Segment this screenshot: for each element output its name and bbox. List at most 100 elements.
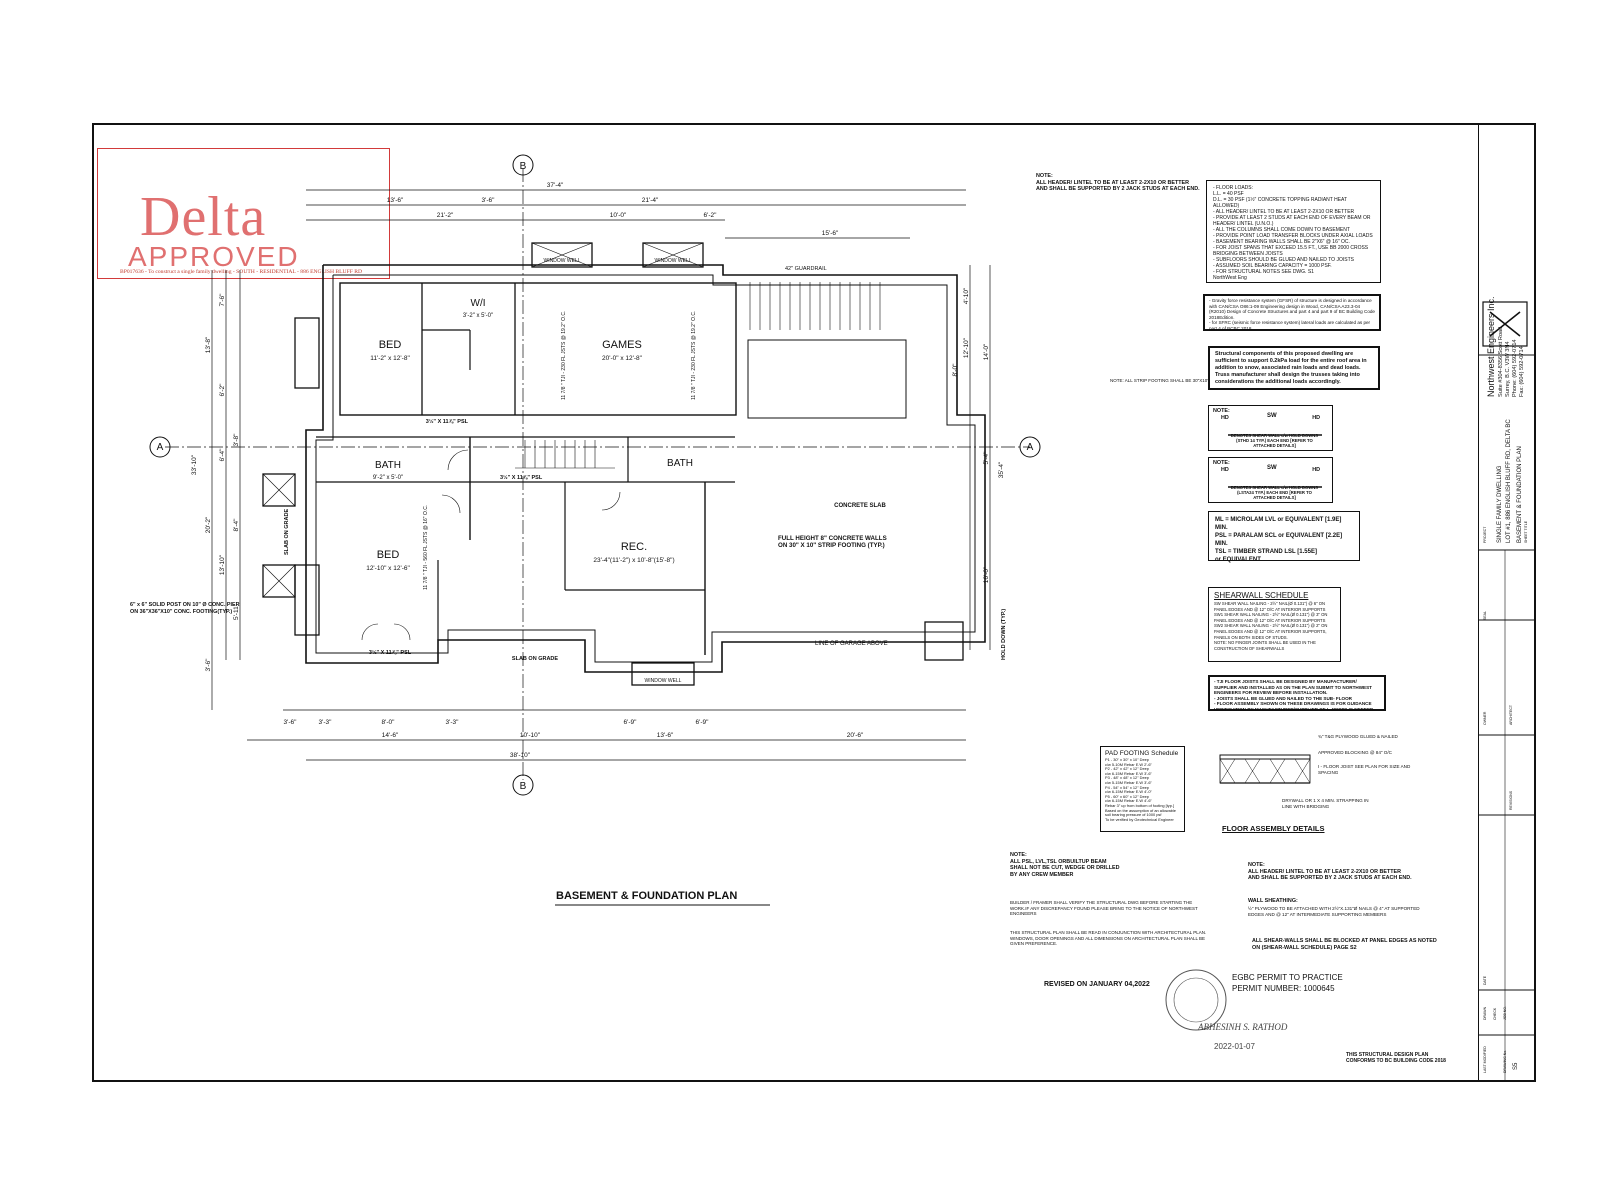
dim-right-0: 4'-10" bbox=[963, 287, 970, 304]
label-hold-down: HOLD DOWN (TYP.) bbox=[1001, 609, 1007, 660]
project-name: SINGLE FAMILY DWELLING bbox=[1497, 465, 1503, 543]
dim-right-2: 14'-0" bbox=[983, 343, 990, 360]
window-well-top-1 bbox=[531, 242, 593, 268]
shear-note-2-sw: SW bbox=[1267, 465, 1277, 471]
room-dim-wi: 3'-2" x 5'-0" bbox=[463, 313, 493, 319]
engineer-seal bbox=[1165, 969, 1227, 1031]
dim-left-9: 5'-11" bbox=[233, 603, 240, 620]
title-block: Northwest Engineers Inc. Suite #304-8356… bbox=[1478, 125, 1536, 1080]
dim-top-7: 15'-6" bbox=[822, 230, 839, 237]
dim-bottom-0: 3'-6" bbox=[284, 719, 298, 726]
foundation-wall-outer bbox=[305, 264, 986, 673]
dim-bottom-9: 20'-6" bbox=[847, 732, 864, 739]
grid-label-b-bottom: B bbox=[520, 781, 527, 792]
floor-assembly-label-4: DRYWALL OR 1 X 4 MIN. STRAPPING IN LINE … bbox=[1282, 798, 1369, 809]
room-name-bath-2: BATH bbox=[667, 458, 693, 469]
room-name-bath-1: BATH bbox=[375, 460, 401, 471]
tji-note-box: - TJI FLOOR JOISTS SHALL BE DESIGNED BY … bbox=[1208, 675, 1386, 712]
dim-bottom-2: 8'-0" bbox=[382, 719, 396, 726]
dim-right-5: 35'-4" bbox=[998, 461, 1005, 478]
floor-assembly-title: FLOOR ASSEMBLY DETAILS bbox=[1222, 824, 1325, 833]
upper-stairs bbox=[749, 282, 881, 330]
dim-right-3: 8'-0" bbox=[952, 363, 959, 377]
window-well-bottom bbox=[631, 662, 695, 686]
dim-bottom-7: 13'-6" bbox=[657, 732, 674, 739]
dim-right-4: 5'-4" bbox=[983, 451, 990, 465]
shear-note-2-hd-right: HD bbox=[1312, 467, 1320, 473]
drawing-sheet bbox=[92, 123, 1536, 1082]
room-dim-games: 20'-0" x 12'-8" bbox=[602, 355, 643, 362]
grid-label-a-left: A bbox=[157, 442, 164, 453]
grid-bubble-a-left bbox=[149, 436, 171, 458]
pad-footing-body: P1 - 30" x 30" x 10" Deep c/w 5-10M Reba… bbox=[1105, 757, 1176, 822]
firm-fax: Fax: (604) 592-0714 bbox=[1519, 346, 1525, 397]
room-dim-rec: 23'-4"(11'-2") x 10'-8"(15'-8") bbox=[593, 557, 674, 564]
foundation-wall-inner bbox=[315, 274, 976, 663]
label-architect: ARCHITECT bbox=[1509, 704, 1513, 725]
grid-bubble-a-right bbox=[1019, 436, 1041, 458]
grid-label-b-top: B bbox=[520, 161, 527, 172]
dim-bottom-4: 14'-6" bbox=[382, 732, 399, 739]
label-window-well-1: WINDOW WELL bbox=[544, 258, 581, 264]
materials-box: ML = MICROLAM LVL or EQUIVALENT [1.9E] M… bbox=[1208, 511, 1360, 563]
upper-room-block bbox=[339, 282, 737, 416]
floor-assembly-label-3: I - FLOOR JOIST SEE PLAN FOR SIZE AND SP… bbox=[1318, 764, 1411, 775]
dim-left-2: 6'-2" bbox=[219, 383, 226, 397]
wall-sheathing-body: ½" PLYWOOD TO BE ATTACHED WITH 2½"X.131"… bbox=[1248, 906, 1420, 917]
label-sheet-title: SHEET TITLE bbox=[1524, 520, 1528, 543]
floor-assembly-label-2: APPROVED BLOCKING @ 84" O/C bbox=[1318, 750, 1392, 755]
sign-date: 2022-01-07 bbox=[1214, 1042, 1255, 1051]
pad-footing-schedule: PAD FOOTING Schedule P1 - 30" x 30" x 10… bbox=[1100, 746, 1185, 832]
shear-wall-note-1: NOTE: HD SW HD DENOTES SHEAR WALL c/w HO… bbox=[1208, 405, 1333, 451]
room-name-wi: W/I bbox=[471, 298, 486, 309]
shear-wall-note-2: NOTE: HD SW HD DENOTES SHEAR WALL c/w HO… bbox=[1208, 457, 1333, 503]
shear-note-1-hd-left: HD bbox=[1221, 415, 1229, 421]
label-window-well-2: WINDOW WELL bbox=[655, 258, 692, 264]
dim-left-3: 33'-10" bbox=[191, 454, 198, 475]
firm-logo bbox=[1482, 301, 1528, 347]
shear-note-2-label: NOTE: bbox=[1213, 460, 1230, 466]
label-seal: SEAL bbox=[1483, 611, 1487, 620]
room-name-bed-2: BED bbox=[377, 549, 400, 561]
label-last-modified: LAST MODIFIED bbox=[1483, 1046, 1487, 1073]
grid-bubble-b-top bbox=[512, 154, 534, 176]
window-well-left-1 bbox=[294, 317, 320, 389]
dim-top-6: 6'-2" bbox=[704, 212, 718, 219]
label-garage-line: LINE OF GARAGE ABOVE bbox=[815, 641, 888, 647]
dim-left-7: 8'-4" bbox=[233, 518, 240, 532]
label-guardrail: 42" GUARDRAIL bbox=[785, 266, 827, 272]
dim-top-4: 21'-2" bbox=[437, 212, 454, 219]
stamp-permit-line: BP017636 - To construct a single family … bbox=[120, 269, 362, 275]
full-height-walls-note: FULL HEIGHT 8" CONCRETE WALLS ON 30" X 1… bbox=[778, 535, 887, 550]
stamp-status: APPROVED bbox=[128, 241, 300, 272]
firm-address-2: Surrey, B.C. V3W 3N4 bbox=[1505, 341, 1511, 397]
label-joist-1: 11 7/8 " TJI - 230 FL JSTS @ 19.2" O.C. bbox=[561, 311, 567, 400]
dim-left-8: 13'-10" bbox=[219, 554, 226, 575]
dim-right-1: 12'-10" bbox=[963, 337, 970, 358]
project-lot: LOT #1, 886 ENGLISH BLUFF RD, DELTA BC bbox=[1506, 419, 1512, 543]
revised-note: REVISED ON JANUARY 04,2022 bbox=[1044, 981, 1150, 988]
header-note-2: NOTE: ALL HEADER/ LINTEL TO BE AT LEAST … bbox=[1248, 862, 1412, 882]
stair-wall-area bbox=[747, 339, 907, 419]
wall-sheathing-title: WALL SHEATHING: bbox=[1248, 898, 1298, 904]
room-dim-bed-1: 11'-2" x 12'-8" bbox=[370, 355, 410, 362]
label-psl-3: 3½" X 11⅞" PSL bbox=[369, 649, 412, 656]
shearwall-schedule-box: SHEARWALL SCHEDULE SW SHEAR WALL NAILING… bbox=[1208, 587, 1341, 662]
dim-left-10: 3'-6" bbox=[205, 658, 212, 672]
dim-bottom-10: 38'-10" bbox=[510, 752, 531, 759]
label-slab-on-grade-side: SLAB ON GRADE bbox=[284, 509, 290, 555]
label-drawing-no: DRAWING No. bbox=[1503, 1049, 1507, 1073]
pad-footing-2 bbox=[262, 564, 296, 598]
grid-bubble-b-bottom bbox=[512, 774, 534, 796]
label-joist-3: 11 7/8 " TJI - 230 FL JSTS @ 19.2" O.C. bbox=[691, 311, 697, 400]
pad-footing-title: PAD FOOTING Schedule bbox=[1105, 750, 1179, 757]
room-name-games: GAMES bbox=[602, 339, 642, 351]
stamp-brand: Delta bbox=[140, 186, 267, 248]
room-dim-bath-1: 9'-2" x 5'-0" bbox=[373, 475, 403, 481]
header-note: NOTE: ALL HEADER/ LINTEL TO BE AT LEAST … bbox=[1036, 173, 1200, 193]
floor-assembly-deck bbox=[1219, 754, 1311, 760]
label-owner: OWNER bbox=[1483, 711, 1487, 725]
label-revisions: REVISIONS bbox=[1509, 790, 1513, 810]
dim-left-1: 13'-8" bbox=[205, 336, 212, 353]
architectural-note: THIS STRUCTURAL PLAN SHALL BE READ IN CO… bbox=[1010, 930, 1207, 947]
